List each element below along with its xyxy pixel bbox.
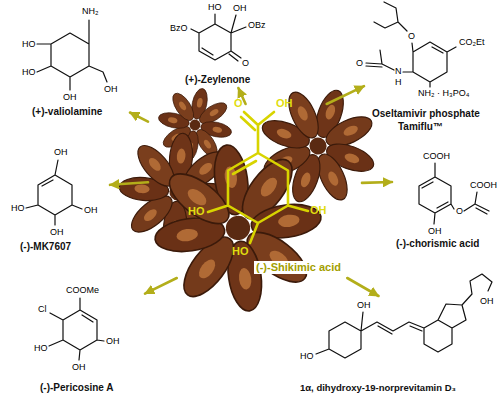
- atom-label: Cl: [38, 304, 47, 314]
- compound-name: (-)-Pericosine A: [40, 382, 114, 394]
- compound-node: (-)-Shikimic acid: [148, 104, 362, 278]
- compound-name: 1α, dihydroxy-19-norprevitamin D₃: [300, 382, 456, 394]
- atom-label: OH: [310, 204, 327, 216]
- atom-label: OH: [276, 97, 293, 109]
- atom-label: H: [395, 77, 402, 87]
- atom-label: O: [456, 206, 463, 216]
- atom-label: HO: [208, 2, 222, 12]
- atom-label: N: [395, 66, 402, 76]
- atom-label: COOH: [423, 151, 450, 161]
- pericosine-structure: [49, 298, 104, 360]
- reaction-arrow: [130, 113, 148, 122]
- compound-name: (+)-Zeylenone: [185, 74, 250, 86]
- compound-node: (-)-chorismic acid: [392, 148, 498, 252]
- atom-label: OH: [50, 227, 64, 237]
- atom-label: HO: [11, 203, 25, 213]
- atom-label: NH₂: [82, 6, 99, 16]
- atom-label: OH: [54, 147, 68, 157]
- atom-label: COOMe: [66, 285, 99, 295]
- atom-label: OH: [106, 336, 120, 346]
- atom-label: HO: [22, 39, 36, 49]
- atom-label: O: [234, 97, 243, 109]
- atom-label: OH: [480, 296, 494, 306]
- chorismic-structure: [419, 163, 489, 224]
- oseltamivir-structure: [366, 2, 456, 87]
- compound-node: (+)-valiolamine: [10, 0, 130, 120]
- reaction-arrow: [362, 181, 392, 184]
- atom-label: OBz: [248, 20, 266, 30]
- valiolamine-structure: [37, 20, 107, 90]
- atom-label: HO: [188, 205, 205, 217]
- previtamin-structure: [316, 274, 492, 358]
- star-anise: [143, 133, 332, 322]
- atom-label: HO: [300, 351, 314, 361]
- compound-name: (-)-chorismic acid: [396, 238, 479, 250]
- atom-label: OH: [357, 300, 371, 310]
- atom-label: OH: [233, 3, 247, 13]
- atom-label: OH: [84, 205, 98, 215]
- compound-name: (-)-Shikimic acid: [254, 261, 343, 274]
- compound-name: (+)-valiolamine: [32, 106, 102, 118]
- atom-label: O: [356, 58, 363, 68]
- compound-node: 1α, dihydroxy-19-norprevitamin D₃: [298, 296, 498, 400]
- reaction-arrow: [145, 278, 177, 294]
- compound-name: Oseltamivir phosphate: [372, 108, 480, 120]
- compound-node: (-)-Pericosine A: [20, 278, 145, 398]
- atom-label: COOH: [470, 180, 497, 190]
- compound-node: Oseltamivir phosphateTamiflu™: [364, 0, 498, 136]
- compound-name: Tamiflu™: [398, 121, 443, 133]
- atom-label: NH₂ · H₃PO₄: [418, 88, 469, 98]
- mk7607-structure: [26, 160, 82, 225]
- reaction-arrow: [110, 182, 148, 185]
- compound-node: (+)-Zeylenone: [165, 0, 300, 88]
- atom-label: CO₂Et: [459, 37, 485, 47]
- zeylenone-structure: [191, 14, 246, 61]
- atom-label: OH: [63, 92, 77, 102]
- atom-label: HO: [34, 343, 48, 353]
- reaction-arrow: [347, 278, 378, 296]
- reaction-arrow: [327, 86, 364, 104]
- shikimic-structure: [208, 112, 308, 243]
- compound-name: (-)-MK7607: [20, 241, 71, 253]
- compound-node: (-)-MK7607: [5, 140, 110, 255]
- atom-label: O: [242, 58, 249, 68]
- atom-label: HO: [232, 245, 249, 257]
- atom-label: HO: [22, 67, 36, 77]
- atom-label: OH: [72, 362, 86, 372]
- atom-label: BzO: [170, 23, 188, 33]
- atom-label: O: [408, 31, 415, 41]
- atom-label: OH: [428, 226, 442, 236]
- atom-label: OH: [104, 84, 118, 94]
